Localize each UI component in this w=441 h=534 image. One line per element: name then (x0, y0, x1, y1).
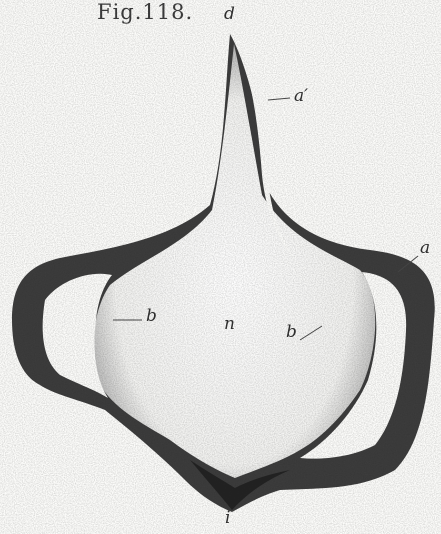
label-n: n (224, 314, 235, 334)
figure-title: Fig.118. (97, 0, 193, 24)
label-a-prime: a′ (294, 86, 308, 106)
label-a: a (420, 238, 430, 258)
label-b-right: b (286, 322, 297, 342)
label-i: i (225, 508, 230, 528)
label-b-left: b (146, 306, 157, 326)
label-d: d (224, 4, 235, 24)
